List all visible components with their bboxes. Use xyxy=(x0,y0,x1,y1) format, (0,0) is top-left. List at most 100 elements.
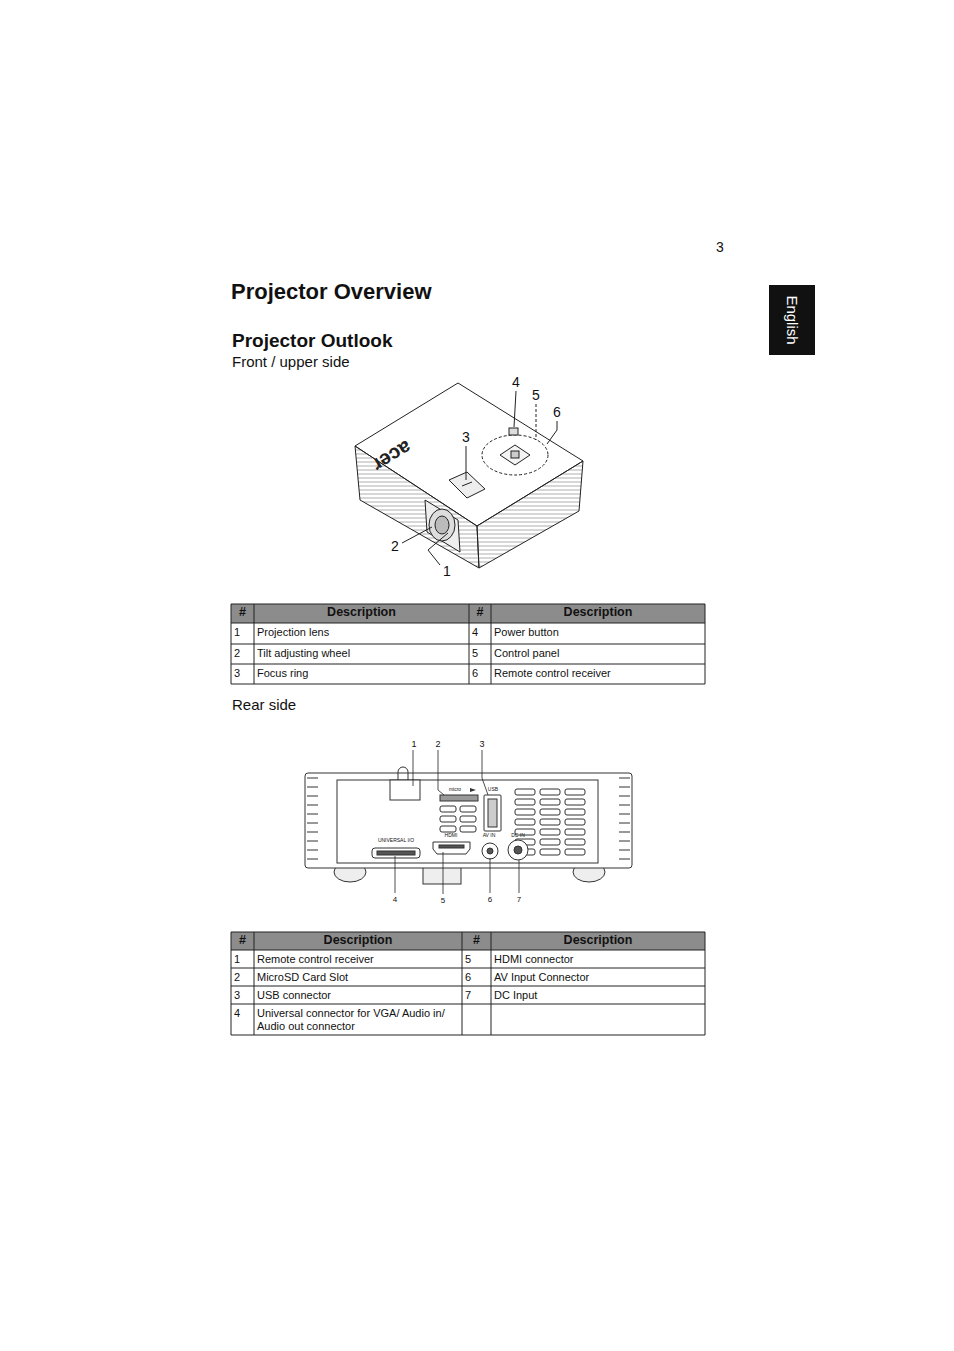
vent-slot xyxy=(565,849,585,855)
table-rule xyxy=(231,1004,705,1005)
table-rule xyxy=(231,950,705,951)
callout-number: 1 xyxy=(411,739,416,749)
fin xyxy=(307,805,318,806)
table-rule xyxy=(231,664,705,665)
vent-slot xyxy=(515,819,535,825)
leader-line xyxy=(547,421,557,444)
callout-number: 6 xyxy=(488,895,492,904)
vent-slot xyxy=(515,809,535,815)
table-cell: 1 xyxy=(234,626,251,639)
side-face xyxy=(477,461,583,568)
vent-slot xyxy=(565,809,585,815)
table-cell: HDMI connector xyxy=(494,953,702,966)
callout-number: 4 xyxy=(512,374,520,390)
fin xyxy=(307,778,318,779)
table-cell: 3 xyxy=(234,989,251,1002)
vent-slot xyxy=(565,829,585,835)
table-rule xyxy=(231,932,705,933)
table-cell: 4 xyxy=(234,1007,251,1020)
callout-number: 1 xyxy=(443,563,451,579)
fin xyxy=(619,841,630,842)
table-rule xyxy=(491,604,492,684)
callout-number: 7 xyxy=(517,895,521,904)
fin xyxy=(619,850,630,851)
av-in-jack xyxy=(482,843,498,859)
table-cell: AV Input Connector xyxy=(494,971,702,984)
leader-lines xyxy=(395,750,519,894)
language-tab: English xyxy=(769,285,815,355)
callout-number: 3 xyxy=(479,739,484,749)
table-cell: 6 xyxy=(465,971,488,984)
table-header: Description xyxy=(257,606,466,619)
leader-line xyxy=(395,856,396,893)
table-header: # xyxy=(472,606,488,619)
projector-front xyxy=(355,383,583,568)
table-cell: 5 xyxy=(472,647,488,660)
table-rule xyxy=(705,932,706,1035)
fin xyxy=(619,778,630,779)
page-title: Projector Overview xyxy=(231,279,432,304)
fin xyxy=(307,814,318,815)
table-rule xyxy=(254,604,255,684)
table-cell: Remote control receiver xyxy=(257,953,459,966)
usb-port xyxy=(484,795,501,831)
av-in-hole xyxy=(487,848,493,854)
rear-panel xyxy=(337,780,598,863)
vent-slot xyxy=(460,826,476,832)
vent-slot xyxy=(515,799,535,805)
sub-heading: Rear side xyxy=(232,696,296,713)
receiver-window xyxy=(398,767,408,780)
table-cell: USB connector xyxy=(257,989,459,1002)
table-header: # xyxy=(234,606,251,619)
vent-slot xyxy=(540,829,560,835)
table-cell: Control panel xyxy=(494,647,702,660)
focus-ridge xyxy=(462,482,472,486)
table-cell: Universal connector for VGA/ Audio in/ A… xyxy=(257,1007,459,1033)
header-fill xyxy=(231,932,705,950)
fin xyxy=(619,796,630,797)
universal-io-port xyxy=(372,848,420,858)
table-cell: 2 xyxy=(234,647,251,660)
section-heading: Projector Outlook xyxy=(232,330,392,352)
hdmi-pins xyxy=(439,845,464,848)
vent-slot xyxy=(515,789,535,795)
control-panel xyxy=(500,445,530,465)
vent-slot xyxy=(565,789,585,795)
table-rule xyxy=(705,604,706,684)
projector-rear xyxy=(305,767,632,884)
lens-glass xyxy=(435,516,449,534)
callout-number: 2 xyxy=(435,739,440,749)
fin xyxy=(307,850,318,851)
vent-slot xyxy=(460,806,476,812)
table-rule xyxy=(462,932,463,1035)
table-rule xyxy=(231,623,705,624)
vent-slot xyxy=(540,789,560,795)
leader-line xyxy=(482,750,488,795)
fin xyxy=(619,859,630,860)
leader-line xyxy=(402,527,432,543)
leader-line xyxy=(490,858,491,893)
fin xyxy=(619,823,630,824)
table-cell: 7 xyxy=(465,989,488,1002)
table-rule xyxy=(491,932,492,1035)
table-rule xyxy=(231,684,705,685)
fin xyxy=(307,796,318,797)
leader-line xyxy=(536,404,537,440)
fin xyxy=(619,805,630,806)
table-cell: DC Input xyxy=(494,989,702,1002)
vent-slots xyxy=(440,806,476,832)
table-cell: MicroSD Card Slot xyxy=(257,971,459,984)
control-panel-outline xyxy=(482,435,548,475)
leader-line xyxy=(514,391,516,427)
vent-slot xyxy=(440,826,456,832)
callout-number: 2 xyxy=(391,538,399,554)
hdmi-port xyxy=(433,842,470,854)
vent-slot xyxy=(440,816,456,822)
dc-in-hole xyxy=(514,846,522,854)
table-header: # xyxy=(465,934,488,947)
table-cell: 1 xyxy=(234,953,251,966)
fin xyxy=(619,787,630,788)
table-rule xyxy=(231,986,705,987)
callout-number: 6 xyxy=(553,404,561,420)
port-label: micro xyxy=(449,787,461,793)
